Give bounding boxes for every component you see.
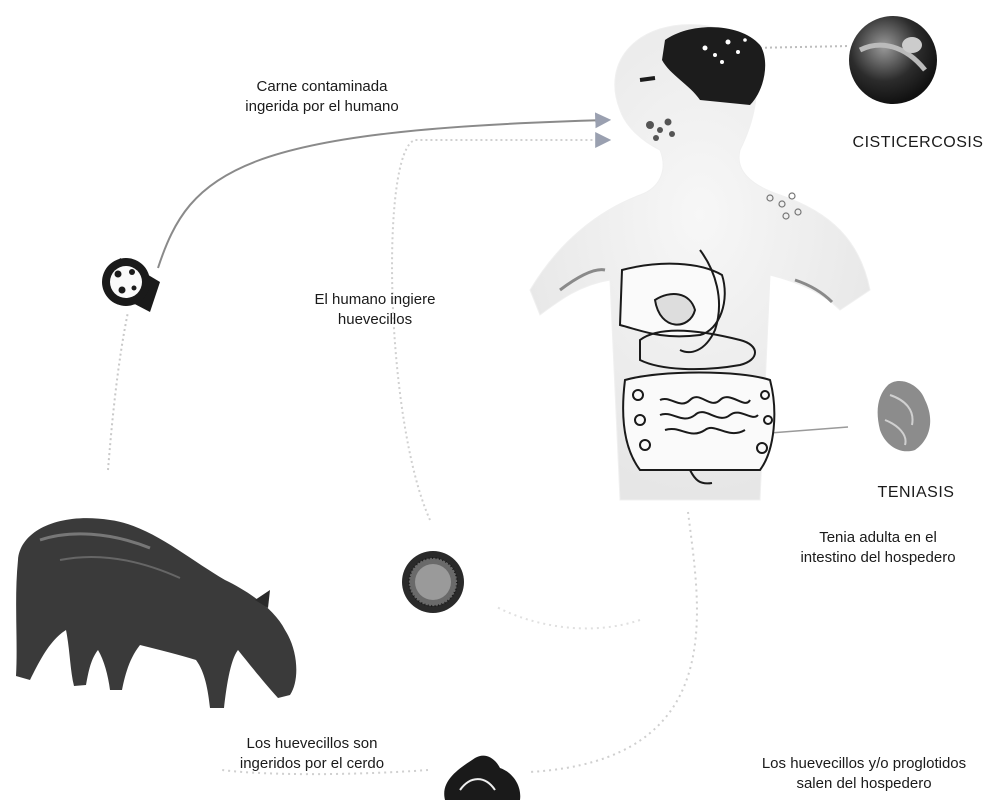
pig-icon	[16, 518, 296, 708]
label-eggs-exit-line1: Los huevecillos y/o proglotidos	[722, 754, 1006, 774]
arrow-human-to-egg	[495, 606, 640, 628]
label-eggs-exit: Los huevecillos y/o proglotidos salen de…	[722, 754, 1006, 794]
cysticercus-icon	[849, 16, 937, 104]
label-meat-ingested: Carne contaminada ingerida por el humano	[197, 77, 447, 117]
label-pig-eggs: Los huevecillos son ingeridos por el cer…	[207, 734, 417, 774]
label-teniasis: TENIASIS	[856, 483, 976, 503]
tapeworm-icon	[878, 381, 931, 451]
label-adult-tapeworm-line1: Tenia adulta en el	[765, 528, 991, 548]
label-human-eggs-line1: El humano ingiere	[295, 290, 455, 310]
leader-intestine-tapeworm	[770, 427, 848, 433]
infected-meat-icon	[102, 258, 160, 312]
label-pig-eggs-line2: ingeridos por el cerdo	[207, 754, 417, 774]
arrow-egg-to-human	[392, 140, 608, 520]
leader-brain-cyst	[750, 46, 850, 48]
label-adult-tapeworm: Tenia adulta en el intestino del hospede…	[765, 528, 991, 568]
label-adult-tapeworm-line2: intestino del hospedero	[765, 548, 991, 568]
label-eggs-exit-line2: salen del hospedero	[722, 774, 1006, 794]
arrow-pig-to-meat	[108, 312, 128, 470]
label-pig-eggs-line1: Los huevecillos son	[207, 734, 417, 754]
stool-icon	[444, 756, 520, 800]
label-meat-ingested-line1: Carne contaminada	[197, 77, 447, 97]
egg-icon	[402, 551, 464, 613]
arrow-meat-to-human	[158, 120, 608, 268]
label-cysticercosis: CISTICERCOSIS	[830, 133, 1006, 153]
label-meat-ingested-line2: ingerida por el humano	[197, 97, 447, 117]
arrow-human-to-stool	[530, 512, 697, 772]
label-human-eggs-line2: huevecillos	[295, 310, 455, 330]
label-human-eggs: El humano ingiere huevecillos	[295, 290, 455, 330]
